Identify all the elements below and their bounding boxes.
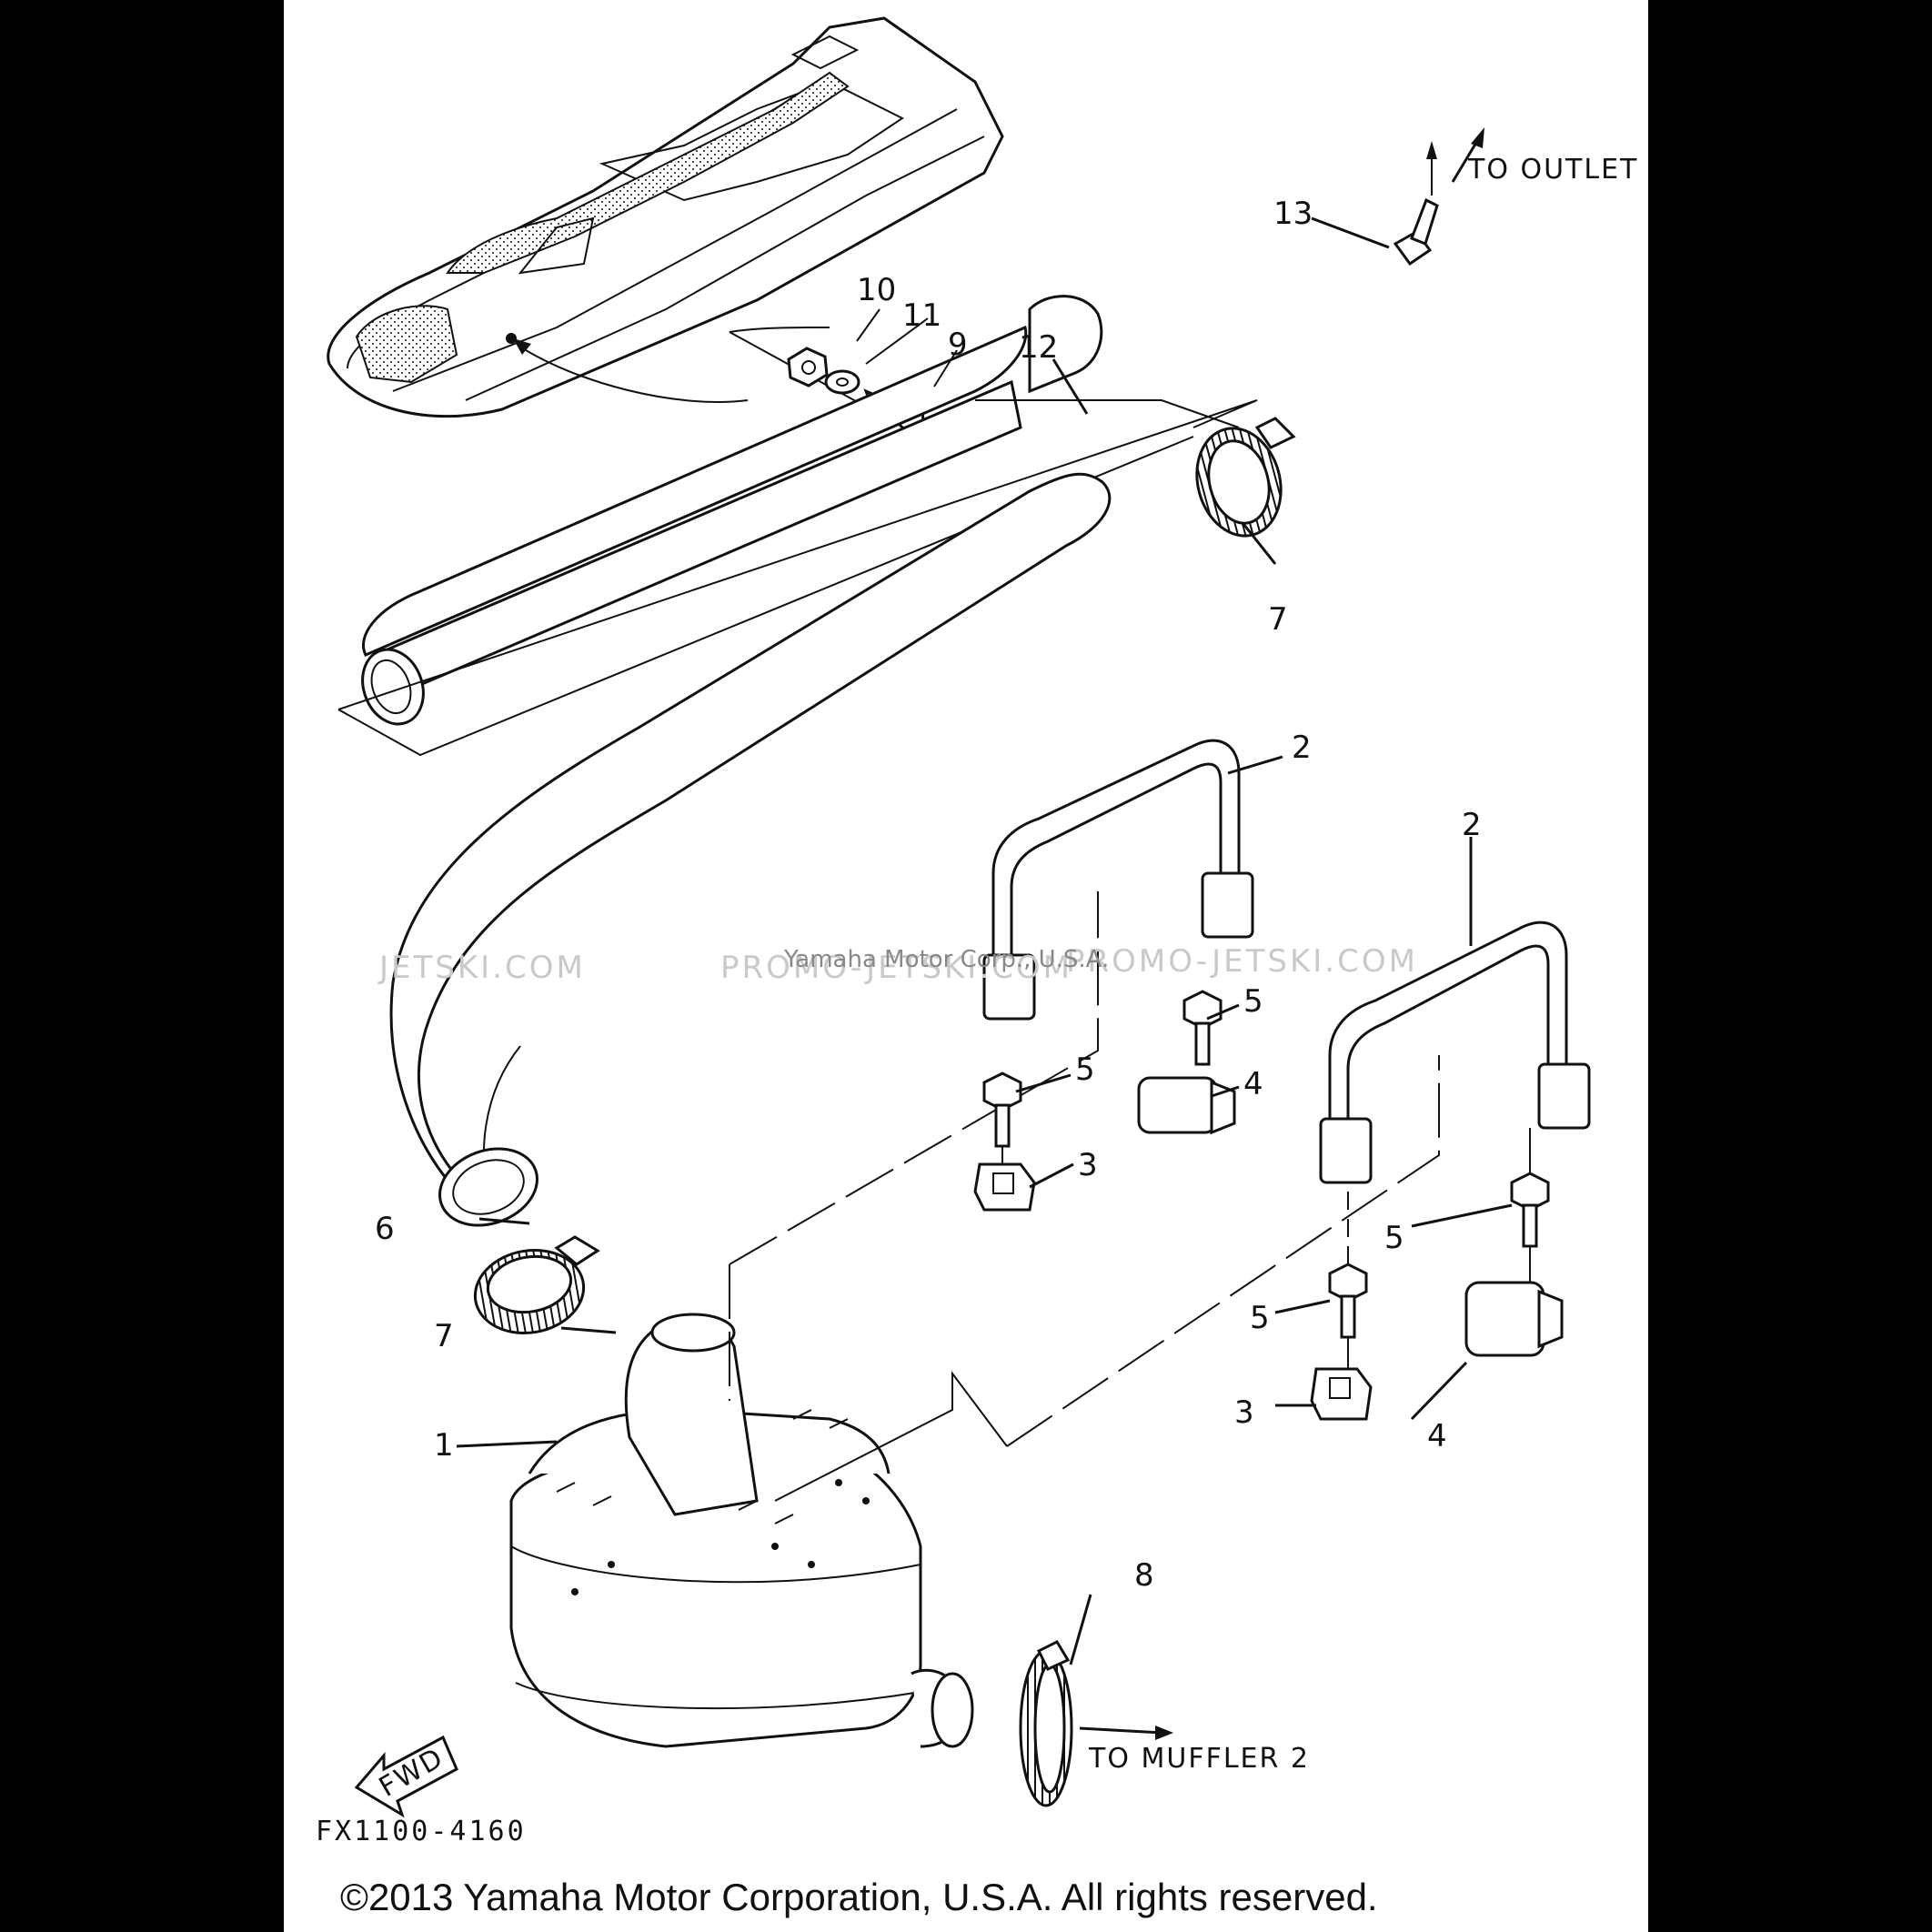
callout-6: 6 [375,1211,395,1247]
callout-1: 1 [434,1427,454,1464]
callout-3-a: 3 [1078,1147,1098,1183]
callout-4-a: 4 [1243,1066,1263,1102]
callout-3-b: 3 [1234,1394,1254,1431]
callout-12: 12 [1019,329,1058,366]
callout-11: 11 [902,297,941,334]
hose-clamp-part-7-upper [1195,417,1296,538]
exhaust-hose-part-6 [389,472,1112,1227]
outlet-hose-part-12 [337,295,1258,757]
leader-lines [456,127,1513,1740]
callout-4-b: 4 [1427,1418,1447,1454]
callout-7-lower: 7 [434,1318,454,1354]
watermark-overlay: Yamaha Motor Corp., U.S.A. [783,946,1109,973]
drawing-code: FX1100-4160 [316,1816,527,1847]
watermark-center: PROMO-JETSKI.COM [720,950,1072,986]
band-part-2-upper [982,739,1254,1021]
washer-part-11 [824,369,860,395]
bolt-part-5-d [1328,1192,1368,1401]
fwd-arrow-icon: FWD [354,1735,458,1818]
diagram-sheet: FWD 13 10 11 9 12 7 2 2 5 5 4 3 5 5 3 4 … [284,0,1648,1932]
damper-part-4-a [1137,1076,1236,1135]
muffler-part-1 [509,1313,974,1748]
watermark-left: JETSKI.COM [377,950,586,986]
callout-9: 9 [948,327,968,363]
to-muffler-note: TO MUFFLER 2 [1088,1743,1310,1775]
band-part-2-lower [1319,921,1591,1184]
watermark-right: PROMO-JETSKI.COM [1066,943,1418,980]
callout-5-c: 5 [1384,1220,1404,1256]
clip-nut-part-3-b [1310,1367,1373,1421]
bolt-part-5-b [1182,990,1223,1066]
watercraft-overview-illustration [327,16,1004,438]
bolt-part-5-c [1510,1128,1550,1310]
hose-clamp-part-8 [1019,1640,1073,1807]
callout-8: 8 [1134,1557,1154,1594]
nut-part-10 [787,347,829,387]
callout-2-lower: 2 [1462,807,1482,843]
callout-7-upper: 7 [1268,601,1288,638]
exhaust-parts-diagram: FWD 13 10 11 9 12 7 2 2 5 5 4 3 5 5 3 4 … [316,16,1638,1918]
hose-clamp-part-7-lower [473,1235,600,1335]
callout-2-upper: 2 [1292,730,1312,766]
callout-5-d: 5 [1250,1300,1270,1336]
damper-part-4-b [1464,1281,1564,1357]
callout-5-a: 5 [1075,1052,1095,1088]
copyright-notice: ©2013 Yamaha Motor Corporation, U.S.A. A… [340,1876,1378,1918]
callout-5-b: 5 [1243,983,1263,1020]
fitting-part-13 [1393,141,1439,267]
callout-10: 10 [857,272,896,308]
to-outlet-note: TO OUTLET [1467,154,1638,186]
callout-13: 13 [1273,196,1313,232]
clip-nut-part-3-a [973,1162,1036,1212]
